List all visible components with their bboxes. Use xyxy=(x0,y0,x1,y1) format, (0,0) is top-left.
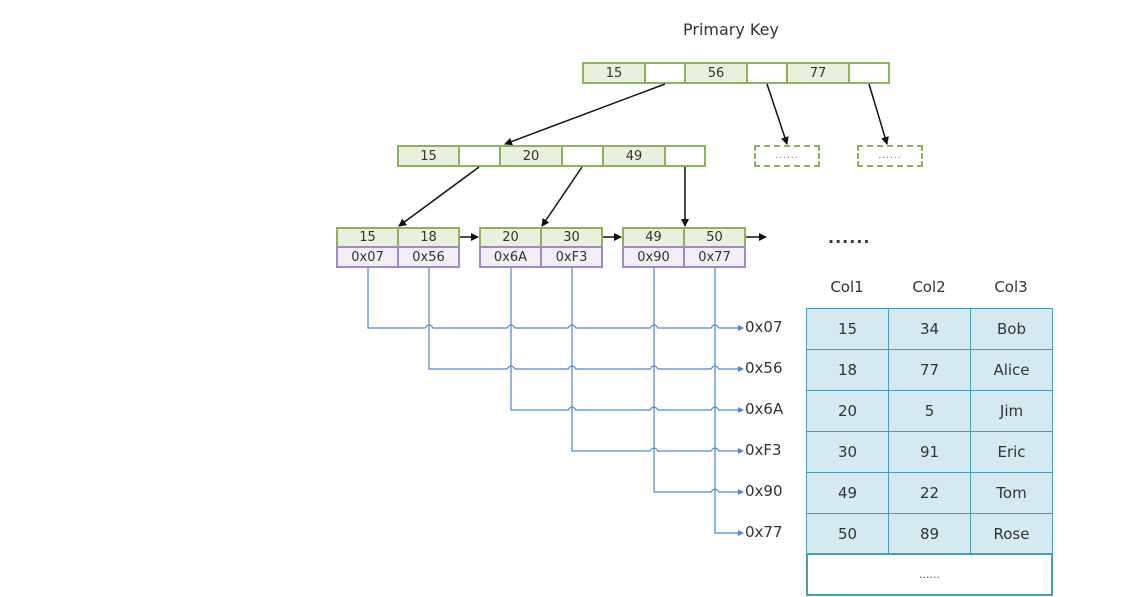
table-footer-ellipsis: ...... xyxy=(806,553,1053,596)
placeholder-node: ...... xyxy=(754,145,820,167)
pointer-line xyxy=(714,268,744,536)
tree-arrow xyxy=(766,83,789,145)
table-cell: 91 xyxy=(888,431,971,473)
leaf-address: 0xF3 xyxy=(540,246,603,268)
table-cell: 18 xyxy=(806,349,889,391)
table-cell: 5 xyxy=(888,390,971,432)
placeholder-node: ...... xyxy=(857,145,923,167)
column-header: Col1 xyxy=(830,278,864,296)
pointer-lines xyxy=(367,268,744,536)
leaf-address: 0x07 xyxy=(336,246,399,268)
table-cell: 77 xyxy=(888,349,971,391)
diagram-title: Primary Key xyxy=(683,20,779,39)
tree-arrow xyxy=(504,83,666,146)
table-cell: 30 xyxy=(806,431,889,473)
table-cell: 22 xyxy=(888,472,971,514)
address-label: 0x90 xyxy=(745,482,783,500)
internal-pointer xyxy=(664,145,706,167)
address-label: 0xF3 xyxy=(745,441,782,459)
address-label: 0x56 xyxy=(745,359,783,377)
table-cell: 89 xyxy=(888,513,971,555)
pointer-line xyxy=(510,268,744,413)
table-cell: 50 xyxy=(806,513,889,555)
leaf-address: 0x90 xyxy=(622,246,685,268)
root-pointer xyxy=(848,62,890,84)
pointer-line xyxy=(653,268,744,495)
column-header: Col2 xyxy=(912,278,946,296)
leaf-address: 0x77 xyxy=(683,246,746,268)
address-label: 0x77 xyxy=(745,523,783,541)
table-cell: 49 xyxy=(806,472,889,514)
table-cell: 15 xyxy=(806,308,889,350)
root-key: 77 xyxy=(786,62,850,84)
pointer-line xyxy=(428,268,744,372)
table-cell: 20 xyxy=(806,390,889,432)
tree-arrow xyxy=(541,166,583,227)
root-key: 56 xyxy=(684,62,748,84)
tree-arrow xyxy=(868,83,889,145)
table-cell: 34 xyxy=(888,308,971,350)
leaf-ellipsis: ...... xyxy=(828,228,871,247)
pointer-line xyxy=(367,268,744,331)
table-cell: Alice xyxy=(970,349,1053,391)
column-header: Col3 xyxy=(994,278,1028,296)
address-label: 0x6A xyxy=(745,400,784,418)
table-cell: Tom xyxy=(970,472,1053,514)
table-cell: Eric xyxy=(970,431,1053,473)
address-label: 0x07 xyxy=(745,318,783,336)
table-cell: Rose xyxy=(970,513,1053,555)
leaf-address: 0x56 xyxy=(397,246,460,268)
leaf-address: 0x6A xyxy=(479,246,542,268)
table-cell: Jim xyxy=(970,390,1053,432)
root-key: 15 xyxy=(582,62,646,84)
table-cell: Bob xyxy=(970,308,1053,350)
tree-arrow xyxy=(398,166,480,227)
pointer-line xyxy=(571,268,744,454)
